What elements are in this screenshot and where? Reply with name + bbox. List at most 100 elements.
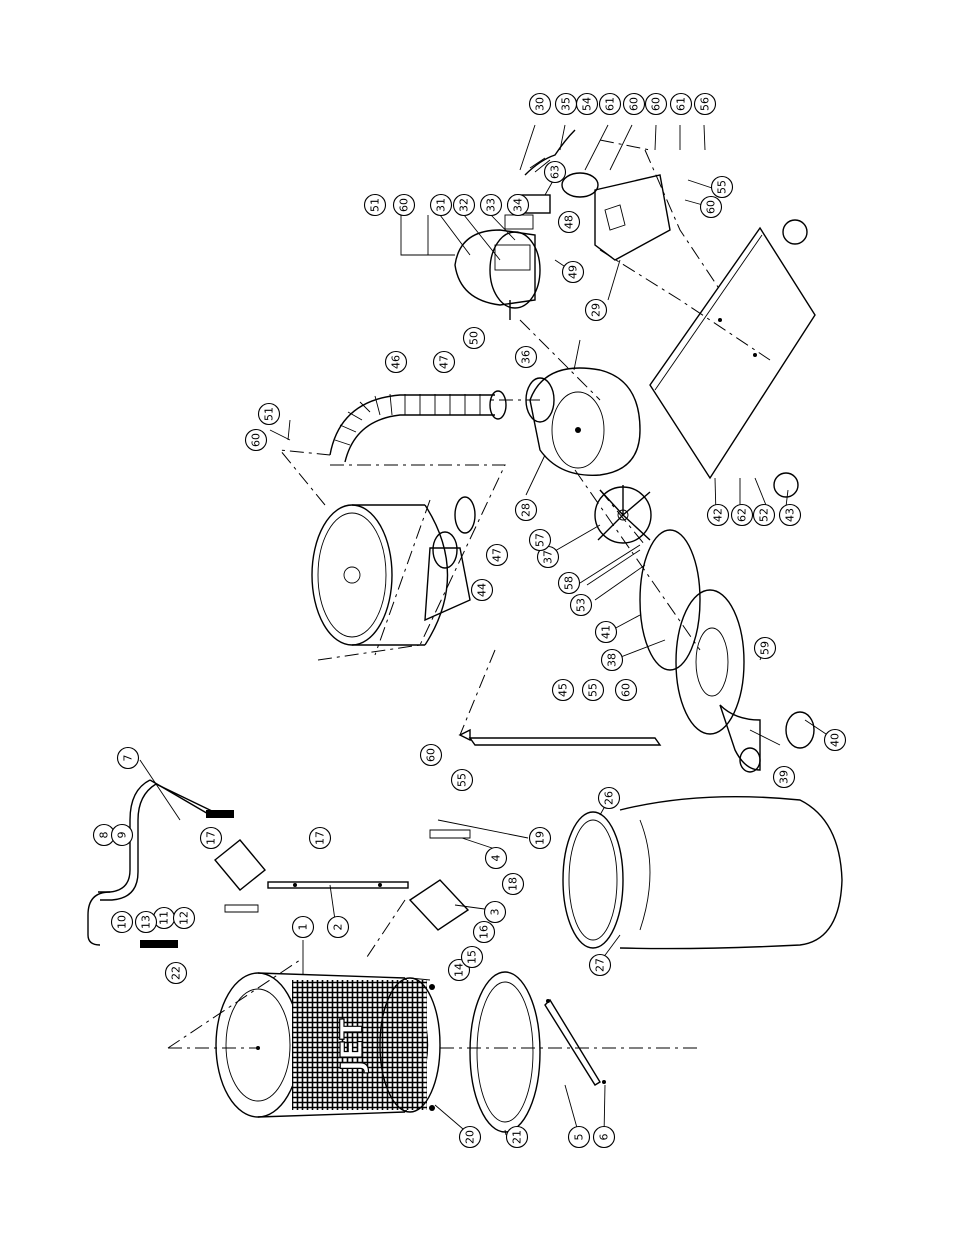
callout-circle [199, 826, 223, 850]
inlet-adapter-part [719, 704, 815, 773]
callout-label: 29 [590, 303, 603, 317]
callout-label: 20 [464, 1130, 477, 1144]
callout-label: 46 [390, 355, 403, 369]
motor-ring-part [561, 172, 599, 198]
callout-46: 46 [384, 350, 408, 374]
callout-label: 16 [478, 925, 491, 939]
callout-circle [588, 953, 612, 977]
power-cord-part [524, 129, 576, 176]
callout-11: 11 [152, 906, 176, 930]
callout-label: 60 [425, 748, 438, 762]
callout-12: 12 [172, 906, 196, 930]
callout-circle [598, 92, 622, 116]
callout-label: 43 [784, 508, 797, 522]
callout-36: 36 [514, 345, 538, 369]
callout-21: 21 [505, 1125, 529, 1149]
callout-17: 17 [308, 826, 332, 850]
ring-gasket-part [469, 971, 541, 1133]
callout-circle [557, 210, 581, 234]
callout-label: 60 [250, 433, 263, 447]
motor-part [454, 229, 541, 320]
callout-label: 55 [456, 773, 469, 787]
callout-60: 60 [392, 193, 416, 217]
callout-circle [569, 593, 593, 617]
callout-circle [485, 543, 509, 567]
callout-55: 55 [450, 768, 474, 792]
callout-label: 3 [489, 909, 502, 916]
callout-44: 44 [470, 578, 494, 602]
callout-label: 19 [534, 831, 547, 845]
callout-39: 39 [772, 765, 796, 789]
callout-label: 9 [116, 832, 129, 839]
collection-bag-part [562, 795, 843, 950]
callout-circle [567, 1125, 591, 1149]
callout-57: 57 [528, 528, 552, 552]
callout-31: 31 [429, 193, 453, 217]
callout-circle [429, 193, 453, 217]
callout-52: 52 [752, 503, 776, 527]
callout-32: 32 [452, 193, 476, 217]
callout-label: 61 [604, 97, 617, 111]
bracket-bar-part [544, 998, 606, 1086]
callout-label: 2 [332, 924, 345, 931]
inlet-flange-part [639, 529, 745, 735]
base-plate-part [649, 226, 816, 480]
callout-1: 1 [291, 915, 315, 939]
mounting-plate-part [214, 829, 471, 931]
callout-35: 35 [554, 92, 578, 116]
callout-34: 34 [506, 193, 530, 217]
callout-circle [514, 345, 538, 369]
callout-label: 42 [712, 508, 725, 522]
callout-label: 51 [263, 407, 276, 421]
callout-circle [450, 768, 474, 792]
callout-2: 2 [326, 915, 350, 939]
callout-label: 60 [705, 200, 718, 214]
callout-61: 61 [669, 92, 693, 116]
callout-circle [483, 900, 507, 924]
callout-label: 31 [435, 198, 448, 212]
callout-label: 55 [587, 683, 600, 697]
callout-26: 26 [597, 786, 621, 810]
callout-circle [772, 765, 796, 789]
callout-label: 50 [468, 331, 481, 345]
callout-label: 58 [563, 576, 576, 590]
callout-circle [363, 193, 387, 217]
callout-label: 60 [620, 683, 633, 697]
callout-5: 5 [567, 1125, 591, 1149]
callout-label: 54 [581, 97, 594, 111]
callout-circle [644, 92, 668, 116]
callout-label: 47 [438, 355, 451, 369]
callout-circle [484, 846, 508, 870]
callout-label: 53 [575, 598, 588, 612]
callout-10: 10 [110, 910, 134, 934]
callout-circle [575, 92, 599, 116]
callout-label: 27 [594, 958, 607, 972]
callout-circle [514, 498, 538, 522]
callout-label: 34 [512, 198, 525, 212]
callout-label: 5 [573, 1134, 586, 1141]
callout-label: 60 [650, 97, 663, 111]
callout-17: 17 [199, 826, 223, 850]
assembly-lines [167, 139, 771, 1049]
callout-circle [753, 636, 777, 660]
callout-circle [452, 193, 476, 217]
handle-frame-part [87, 779, 234, 948]
callout-label: 63 [549, 165, 562, 179]
callout-37: 37 [536, 545, 560, 569]
callout-circle [308, 826, 332, 850]
callout-54: 54 [575, 92, 599, 116]
callout-label: 38 [606, 653, 619, 667]
callout-60: 60 [419, 743, 443, 767]
callout-label: 61 [675, 97, 688, 111]
callout-60: 60 [644, 92, 668, 116]
callout-label: 62 [736, 508, 749, 522]
callout-60: 60 [244, 428, 268, 452]
callout-60: 60 [614, 678, 638, 702]
callout-56: 56 [693, 92, 717, 116]
callout-label: 18 [507, 877, 520, 891]
callout-label: 47 [491, 548, 504, 562]
callout-16: 16 [472, 920, 496, 944]
callout-51: 51 [257, 402, 281, 426]
callout-circle [600, 648, 624, 672]
callout-label: 59 [759, 641, 772, 655]
